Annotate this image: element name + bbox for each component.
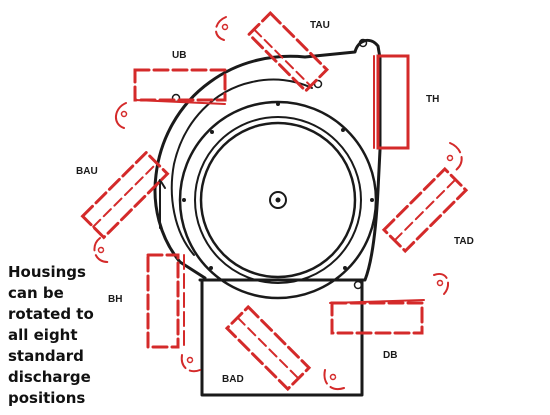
discharge-outlines: [80, 10, 469, 392]
outlet-db: [329, 299, 425, 335]
outlet-bau: [80, 150, 170, 240]
outlet-tau: [246, 10, 330, 94]
label-ub: UB: [172, 50, 186, 61]
outlet-tad: [381, 166, 469, 254]
outlet-bh: [146, 253, 185, 349]
label-bh: BH: [108, 294, 122, 305]
label-tau: TAU: [310, 20, 330, 31]
label-db: DB: [383, 350, 397, 361]
label-th: TH: [426, 94, 439, 105]
outlet-bad: [224, 304, 312, 392]
outlet-ub: [115, 68, 227, 129]
label-bau: BAU: [76, 166, 98, 177]
label-bad: BAD: [222, 374, 244, 385]
outlet-th: [373, 54, 410, 150]
blower-housing: [153, 38, 382, 397]
label-tad: TAD: [454, 236, 474, 247]
caption-text: Housings can be rotated to all eight sta…: [8, 263, 94, 407]
